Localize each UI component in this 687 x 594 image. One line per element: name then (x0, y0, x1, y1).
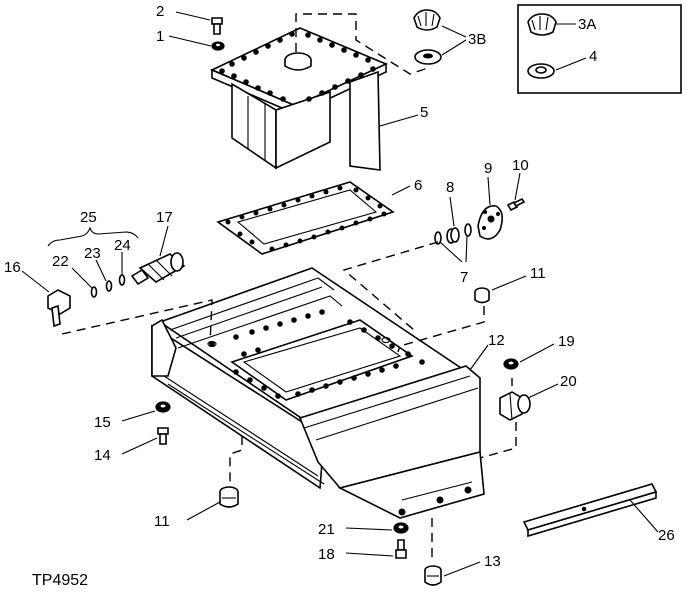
callout-2: 2 (156, 3, 164, 20)
bolt-2-part (211, 17, 223, 35)
callout-4: 4 (589, 48, 597, 65)
cap-3a-part (527, 13, 557, 36)
callout-23: 23 (84, 245, 101, 262)
callout-15: 15 (94, 414, 111, 431)
cover-bolt-holes (219, 31, 376, 102)
gasket-6-part (216, 181, 395, 255)
callout-7: 7 (460, 269, 468, 286)
callout-13: 13 (484, 553, 501, 570)
callout-22: 22 (52, 253, 69, 270)
plug-11-upper-part (474, 287, 490, 304)
callout-3b: 3B (468, 31, 486, 48)
callout-24: 24 (114, 237, 131, 254)
callout-16: 16 (4, 259, 21, 276)
cover-5-part (210, 27, 388, 171)
bolt-14-part (157, 427, 169, 445)
inset-box: 3A 4 (517, 4, 682, 94)
callout-11-upper: 11 (530, 265, 546, 282)
callout-26: 26 (658, 527, 675, 544)
flange-9-part (477, 205, 504, 240)
callout-12: 12 (488, 332, 505, 349)
callout-5: 5 (420, 104, 428, 121)
plug-11-lower-part (219, 486, 239, 508)
orings-7-part (434, 223, 472, 245)
callout-8: 8 (446, 179, 454, 196)
washer-1-part (211, 41, 225, 51)
callout-9: 9 (484, 160, 492, 177)
callout-1: 1 (156, 28, 164, 45)
callout-20: 20 (560, 373, 577, 390)
callout-6: 6 (414, 177, 422, 194)
nut-19-part (503, 358, 519, 370)
callout-19: 19 (558, 333, 575, 350)
bushing-8-part (446, 227, 460, 244)
figure-id: TP4952 (32, 572, 88, 589)
callout-17: 17 (156, 209, 173, 226)
callout-14: 14 (94, 447, 111, 464)
plug-13-part (424, 565, 442, 586)
fitting-20-part (499, 391, 531, 421)
fitting-16-part (47, 289, 71, 328)
bolt-18-part (395, 539, 407, 559)
callout-10: 10 (512, 157, 529, 174)
strip-26-part (522, 483, 658, 538)
orings-22-24-part (90, 274, 126, 298)
tank-bolt-holes (207, 309, 425, 399)
washer-15-part (155, 401, 171, 413)
washer-21-part (393, 522, 409, 534)
cap-3b-part (413, 9, 442, 65)
callout-18: 18 (318, 546, 335, 563)
tank-12-part (151, 267, 485, 519)
gasket-holes (225, 185, 387, 252)
seal-4-part (527, 63, 555, 79)
callout-21: 21 (318, 521, 335, 538)
switch-17-part (130, 252, 186, 286)
callout-11-lower: 11 (154, 513, 170, 530)
callout-25: 25 (80, 209, 97, 226)
callout-3a: 3A (578, 16, 596, 33)
screw-10-part (506, 197, 526, 212)
bracket-25 (47, 226, 139, 247)
